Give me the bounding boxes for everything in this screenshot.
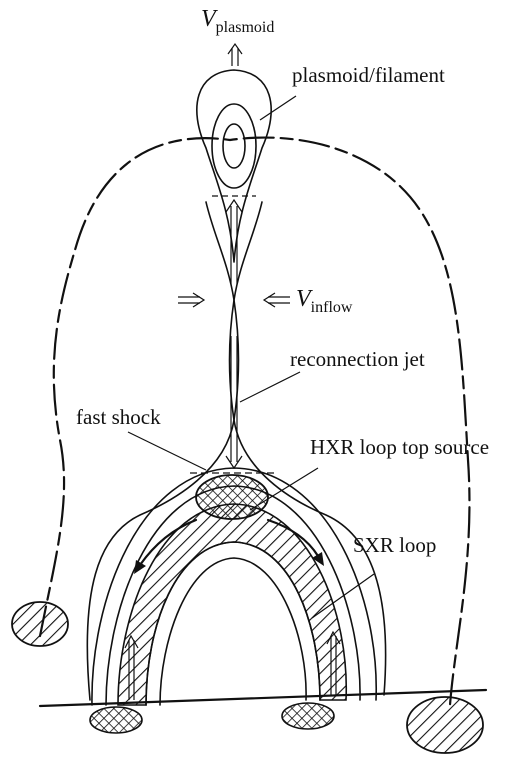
plasmoid-velocity-arrow [228, 44, 242, 66]
inflow-arrow-left [178, 293, 204, 307]
right-loop-footpoint [282, 703, 334, 729]
sxr-loop-band [118, 504, 346, 705]
right-footpoint-source [407, 697, 483, 753]
left-flow-arrowhead [134, 560, 146, 574]
upward-jet-arrow [226, 200, 242, 284]
hxr-loop-top-source-label: HXR loop top source [310, 435, 489, 459]
cusp-field-line-left [87, 202, 238, 700]
plasmoid-outer-loop [197, 70, 271, 262]
left-footpoint-source [12, 602, 68, 646]
reconnection-jet-arrow [226, 336, 242, 468]
plasmoid-inner-loop [223, 124, 245, 168]
v-inflow-label: Vinflow [296, 286, 353, 316]
inflow-arrow-right [264, 293, 290, 307]
leader-reconnection-jet [240, 372, 300, 402]
fast-shock-label: fast shock [76, 405, 161, 429]
leader-fast-shock [128, 432, 206, 470]
plasmoid-filament-label: plasmoid/filament [292, 63, 445, 87]
reconnection-jet-label: reconnection jet [290, 347, 425, 371]
plasmoid-middle-loop [212, 104, 256, 188]
sxr-loop-label: SXR loop [353, 533, 436, 557]
arcade-loop-innermost [160, 558, 306, 705]
v-plasmoid-label: Vplasmoid [201, 6, 274, 36]
leader-plasmoid [260, 96, 296, 120]
hxr-loop-top-source [196, 475, 268, 519]
left-loop-footpoint [90, 707, 142, 733]
